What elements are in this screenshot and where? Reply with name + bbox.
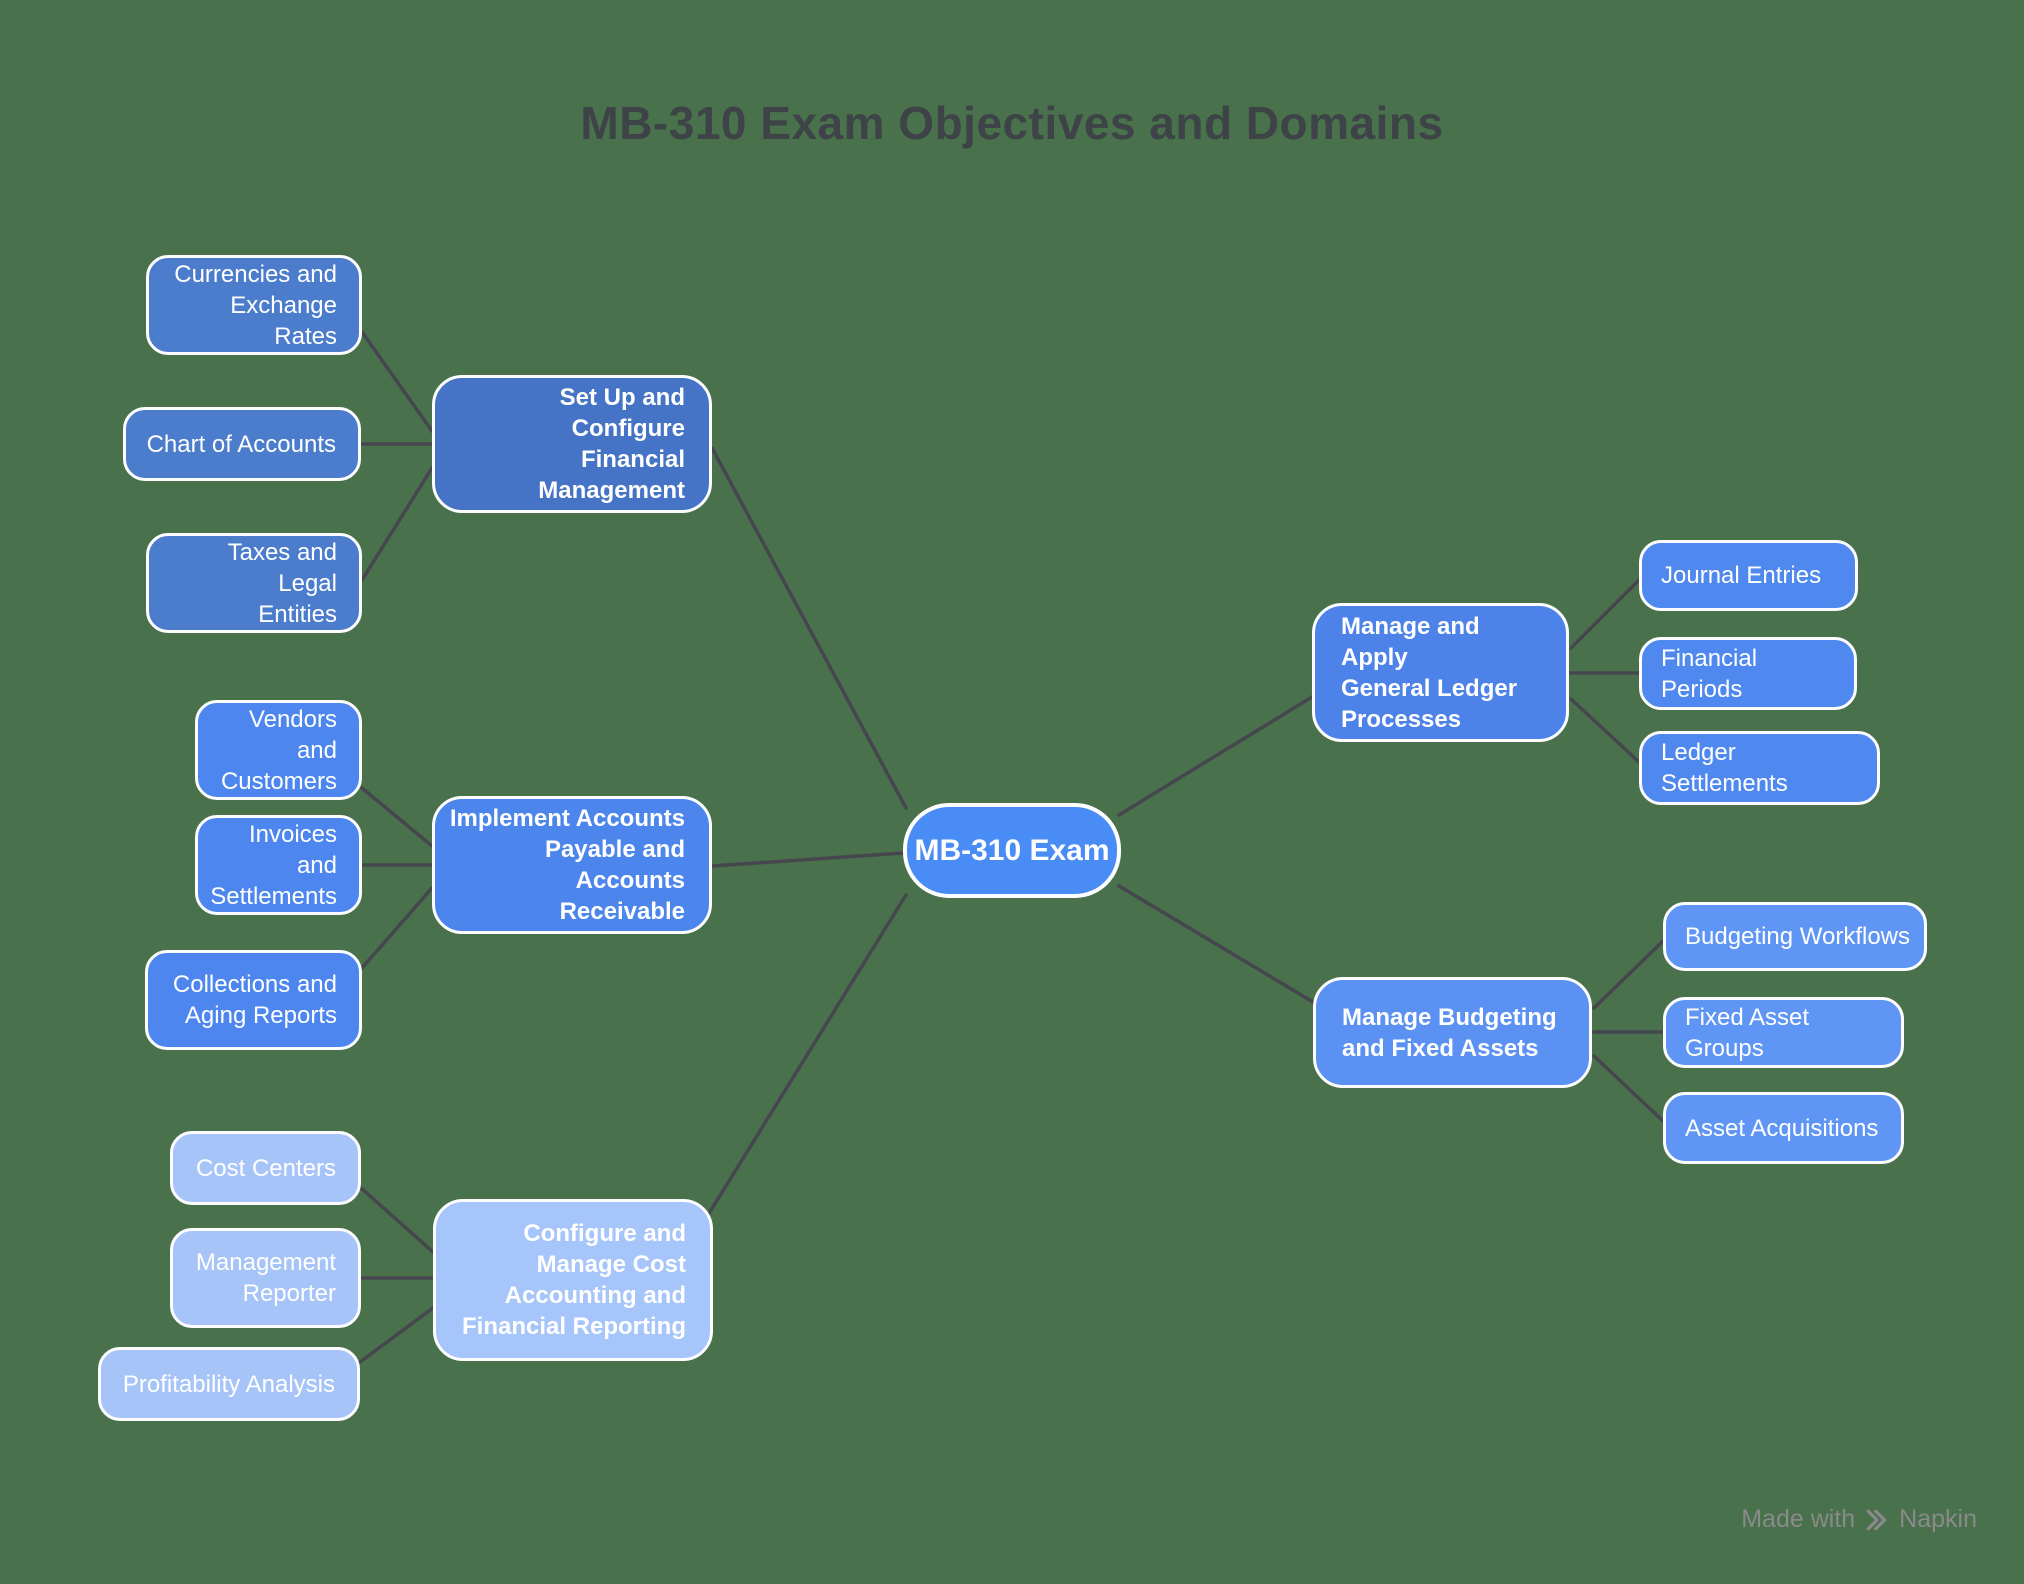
connector-central-setup (710, 446, 908, 810)
connector-central-gl (1117, 695, 1314, 817)
connector-taxes-setup (360, 466, 434, 582)
node-asset-acquisitions: Asset Acquisitions (1663, 1092, 1904, 1164)
node-collections-aging-reports: Collections and Aging Reports (145, 950, 362, 1050)
connector-collections-apar (360, 886, 434, 970)
node-fixed-asset-groups: Fixed Asset Groups (1663, 997, 1904, 1068)
node-journal-entries: Journal Entries (1639, 540, 1858, 611)
node-taxes-legal-entities: Taxes and Legal Entities (146, 533, 362, 633)
node-general-ledger-processes: Manage and Apply General Ledger Processe… (1312, 603, 1569, 742)
node-budgeting-fixed-assets: Manage Budgeting and Fixed Assets (1313, 977, 1592, 1088)
node-implement-ap-ar: Implement Accounts Payable and Accounts … (432, 796, 712, 934)
watermark-made-with-label: Made with (1741, 1505, 1856, 1533)
node-invoices-settlements: Invoices and Settlements (195, 815, 362, 915)
connector-budget-acquisitions (1592, 1054, 1665, 1123)
node-vendors-customers: Vendors and Customers (195, 700, 362, 800)
node-budgeting-workflows: Budgeting Workflows (1663, 902, 1927, 971)
node-cost-accounting-financial-reporting: Configure and Manage Cost Accounting and… (433, 1199, 713, 1361)
connector-central-apar (710, 851, 905, 868)
connector-gl-ledger (1569, 697, 1641, 764)
node-mb310-exam: MB-310 Exam (903, 803, 1121, 898)
page-title: MB-310 Exam Objectives and Domains (580, 97, 1444, 149)
connector-cost-costacct (359, 1186, 435, 1254)
connector-gl-journal (1569, 578, 1641, 650)
node-currencies-exchange-rates: Currencies and Exchange Rates (146, 255, 362, 355)
node-chart-of-accounts: Chart of Accounts (123, 407, 361, 481)
connector-budget-workflows (1592, 939, 1665, 1010)
node-financial-periods: Financial Periods (1639, 637, 1857, 710)
node-profitability-analysis: Profitability Analysis (98, 1347, 360, 1421)
node-ledger-settlements: Ledger Settlements (1639, 731, 1880, 805)
watermark: Made with Napkin (1741, 1505, 1977, 1534)
connector-central-costacct (706, 893, 908, 1217)
connector-central-budget (1117, 884, 1315, 1004)
node-setup-financial-management: Set Up and Configure Financial Managemen… (432, 375, 712, 513)
watermark-brand-label: Napkin (1899, 1505, 1977, 1533)
node-cost-centers: Cost Centers (170, 1131, 361, 1205)
connector-profit-costacct (358, 1306, 435, 1364)
napkin-logo-icon (1864, 1507, 1890, 1533)
node-management-reporter: Management Reporter (170, 1228, 361, 1328)
connector-vendors-apar (360, 786, 434, 848)
connector-currencies-setup (360, 330, 434, 433)
